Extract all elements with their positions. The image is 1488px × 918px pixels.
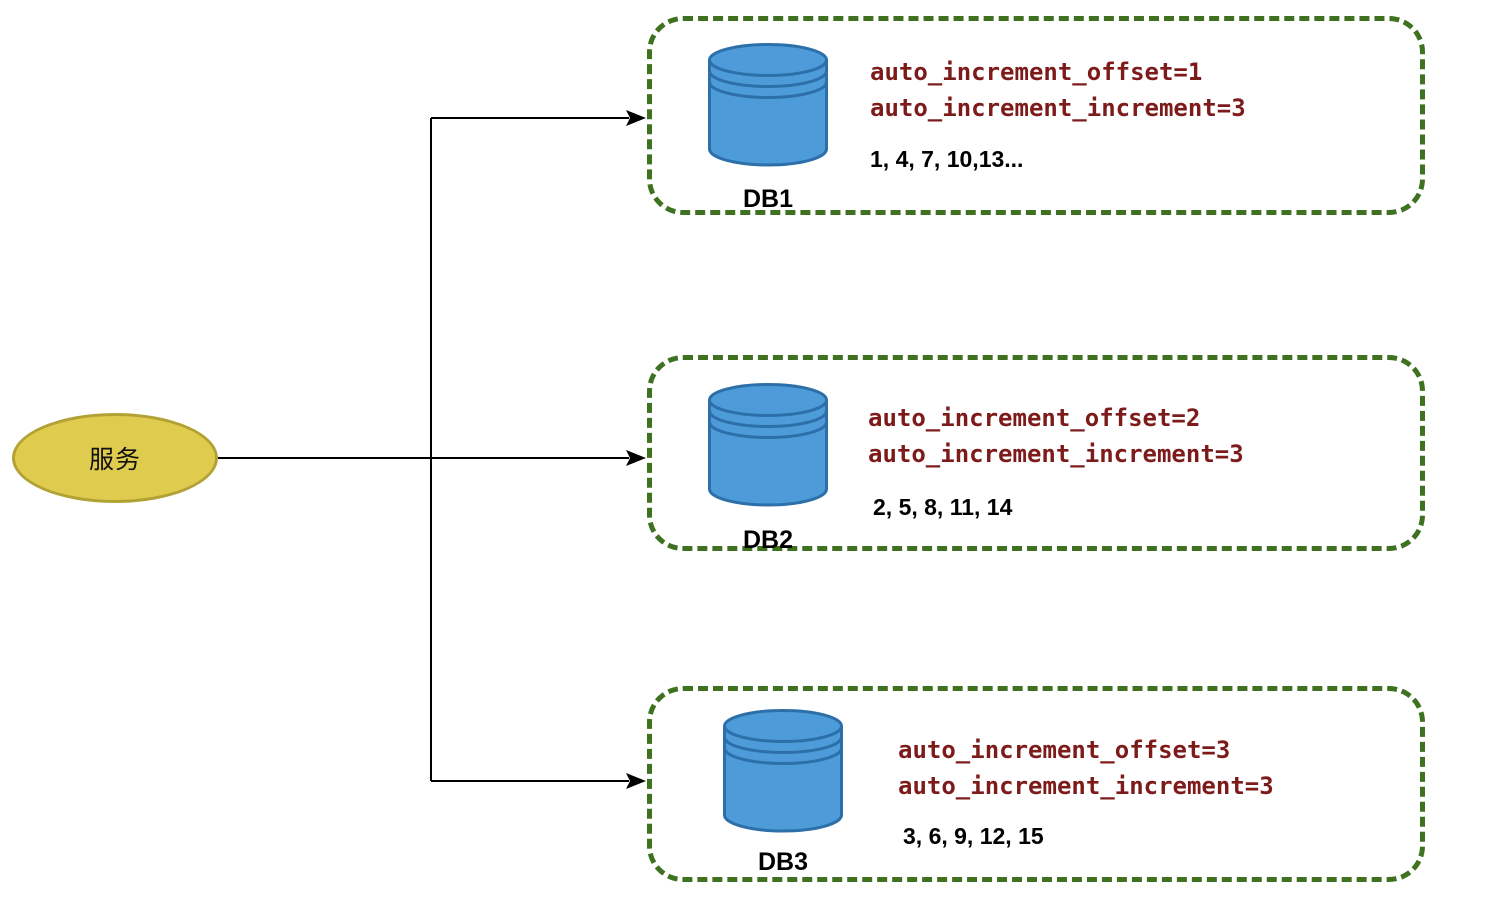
service-label: 服务 xyxy=(88,446,141,474)
db2-id-sequence: 2, 5, 8, 11, 14 xyxy=(873,494,1013,520)
db3-param-offset: auto_increment_offset=3 xyxy=(898,736,1231,764)
db2-group: DB2 auto_increment_offset=2 auto_increme… xyxy=(647,355,1425,554)
service-node: 服务 xyxy=(12,413,218,503)
db1-param-increment: auto_increment_increment=3 xyxy=(870,94,1246,122)
db3-group: DB3 auto_increment_offset=3 auto_increme… xyxy=(647,686,1425,882)
db2-param-increment: auto_increment_increment=3 xyxy=(868,440,1244,468)
db2-param-offset: auto_increment_offset=2 xyxy=(868,404,1201,432)
db1-name: DB1 xyxy=(742,185,793,213)
db3-param-increment: auto_increment_increment=3 xyxy=(898,772,1274,800)
db3-name: DB3 xyxy=(757,848,808,876)
db1-param-offset: auto_increment_offset=1 xyxy=(870,58,1203,86)
database-cylinder-icon xyxy=(708,383,828,507)
db1-group: DB1 auto_increment_offset=1 auto_increme… xyxy=(647,16,1425,215)
database-cylinder-icon xyxy=(723,709,843,833)
db1-id-sequence: 1, 4, 7, 10,13... xyxy=(870,146,1024,172)
db2-name: DB2 xyxy=(742,526,793,554)
db3-id-sequence: 3, 6, 9, 12, 15 xyxy=(903,823,1044,849)
arrowhead-middle xyxy=(626,450,646,466)
database-cylinder-icon xyxy=(708,43,828,167)
arrowhead-top xyxy=(626,110,646,126)
arrowhead-bottom xyxy=(626,773,646,789)
